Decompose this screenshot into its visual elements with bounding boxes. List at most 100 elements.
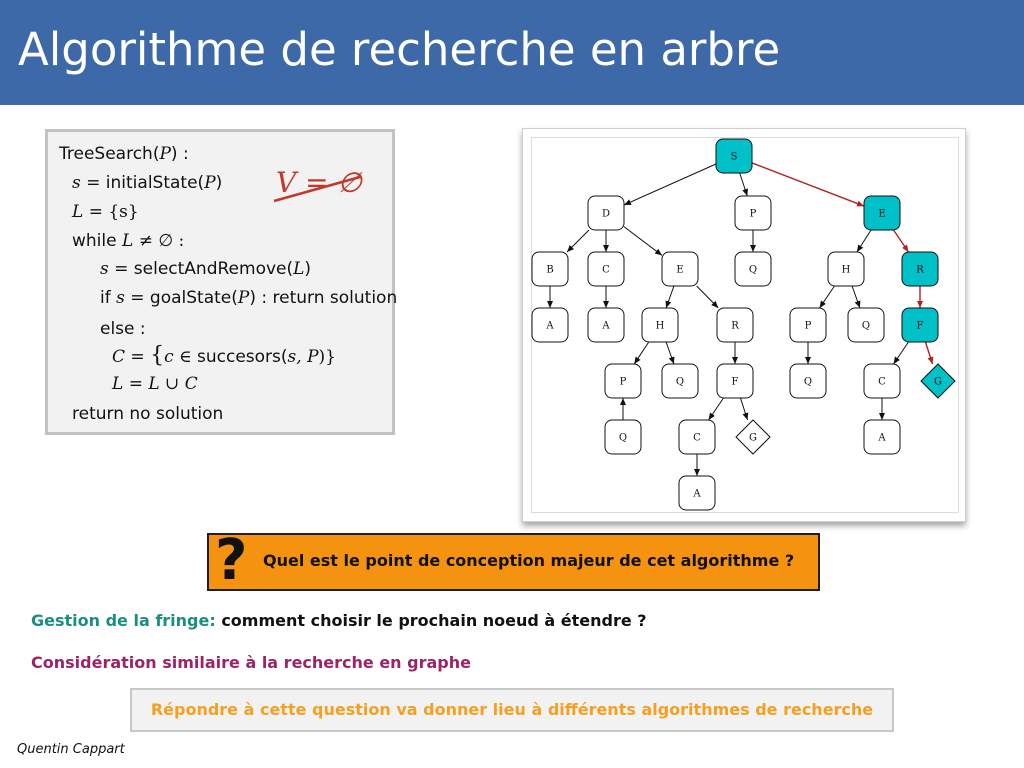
node-label: Q	[619, 433, 627, 444]
algo-keyword: while	[72, 231, 122, 251]
slide-title: Algorithme de recherche en arbre	[18, 23, 781, 76]
tree-edge	[893, 341, 909, 365]
node-shape	[587, 195, 625, 231]
node-label: G	[749, 433, 757, 444]
algo-arg: P	[204, 173, 216, 193]
tree-edge	[739, 172, 748, 197]
author-name: Quentin Cappart	[17, 742, 125, 757]
node-label: D	[602, 209, 610, 220]
answer-text: Répondre à cette question va donner lieu…	[150, 700, 874, 719]
tree-node: B	[531, 251, 569, 287]
node-shape	[789, 363, 827, 399]
node-label: B	[546, 265, 553, 276]
node-label: C	[878, 377, 886, 388]
algo-op: =	[108, 259, 134, 279]
algo-text: ) : return solution	[249, 288, 398, 308]
node-shape	[863, 195, 901, 231]
algo-line-4: while L ≠ ∅ :	[72, 230, 184, 252]
tree-edge	[623, 163, 717, 206]
algo-fn: TreeSearch(	[59, 144, 160, 164]
tree-node: A	[587, 307, 625, 343]
node-shape	[735, 419, 771, 455]
tree-node: H	[827, 251, 865, 287]
algo-expr: = {s}	[83, 202, 139, 222]
node-label: P	[805, 321, 812, 332]
algo-text: )	[304, 259, 312, 279]
algo-expr: ≠ ∅ :	[133, 231, 185, 251]
node-label: C	[602, 265, 610, 276]
algo-op: =	[80, 173, 106, 193]
algo-var: L	[122, 231, 134, 251]
goal-node: G	[920, 363, 956, 399]
tree-node: A	[531, 307, 569, 343]
node-shape	[789, 307, 827, 343]
node-shape	[716, 363, 754, 399]
algo-line-2: s = initialState(P)	[72, 172, 222, 194]
node-shape	[863, 363, 901, 399]
node-label: A	[601, 321, 610, 332]
algo-fn: succesors(	[197, 347, 288, 367]
node-shape	[827, 251, 865, 287]
tree-node: A	[863, 419, 901, 455]
tree-node: Q	[789, 363, 827, 399]
node-label: Q	[749, 265, 757, 276]
algo-line-7: else :	[100, 318, 146, 340]
tree-node: F	[901, 307, 939, 343]
node-label: G	[934, 377, 942, 388]
tree-node: Q	[847, 307, 885, 343]
node-shape	[587, 307, 625, 343]
algo-line-6: if s = goalState(P) : return solution	[100, 287, 397, 309]
algo-text: )	[215, 173, 223, 193]
tree-node: C	[863, 363, 901, 399]
node-shape	[641, 307, 679, 343]
node-shape	[678, 475, 716, 511]
answer-box: Répondre à cette question va donner lieu…	[130, 688, 894, 732]
algo-fn: initialState(	[105, 173, 205, 193]
tree-edge	[665, 285, 675, 309]
tree-edge	[739, 397, 749, 421]
tree-edge	[696, 285, 719, 309]
algo-var: L	[112, 374, 124, 394]
question-mark-icon: ?	[215, 528, 248, 593]
algo-expr: = L ∪ C	[123, 374, 198, 394]
tree-edge	[633, 341, 650, 365]
algo-line-1: TreeSearch(P) :	[59, 143, 189, 165]
tree-node: D	[587, 195, 625, 231]
node-shape	[531, 307, 569, 343]
node-shape	[604, 363, 642, 399]
algo-arg: P	[159, 144, 171, 164]
node-label: C	[693, 433, 701, 444]
tree-node: E	[863, 195, 901, 231]
node-shape	[604, 419, 642, 455]
node-label: A	[692, 489, 701, 500]
algo-brace: {	[150, 343, 165, 368]
node-label: Q	[804, 377, 812, 388]
question-text: Quel est le point de conception majeur d…	[263, 551, 795, 570]
algo-fn: selectAndRemove(	[133, 259, 294, 279]
node-shape	[901, 251, 939, 287]
tree-edge	[851, 285, 861, 309]
node-shape	[715, 138, 753, 174]
algo-var: c	[164, 347, 174, 367]
visited-set-annotation: V = ∅	[276, 166, 362, 199]
algo-arg: s, P	[287, 347, 319, 367]
tree-node: H	[641, 307, 679, 343]
tree-node: A	[678, 475, 716, 511]
node-label: F	[917, 321, 924, 332]
algo-arg: L	[293, 259, 305, 279]
node-label: P	[620, 377, 627, 388]
node-label: F	[732, 377, 739, 388]
tree-edge	[892, 229, 910, 253]
algo-var: L	[72, 202, 84, 222]
node-label: Q	[676, 377, 684, 388]
node-shape	[587, 251, 625, 287]
node-shape	[716, 307, 754, 343]
algo-line-10: return no solution	[72, 404, 224, 424]
fringe-label: Gestion de la fringe:	[31, 611, 216, 630]
algo-op: ∈	[173, 347, 198, 367]
algo-text: ) :	[170, 144, 189, 164]
tree-node: E	[661, 251, 699, 287]
similar-consideration-text: Considération similaire à la recherche e…	[31, 653, 471, 672]
tree-node: P	[734, 195, 772, 231]
